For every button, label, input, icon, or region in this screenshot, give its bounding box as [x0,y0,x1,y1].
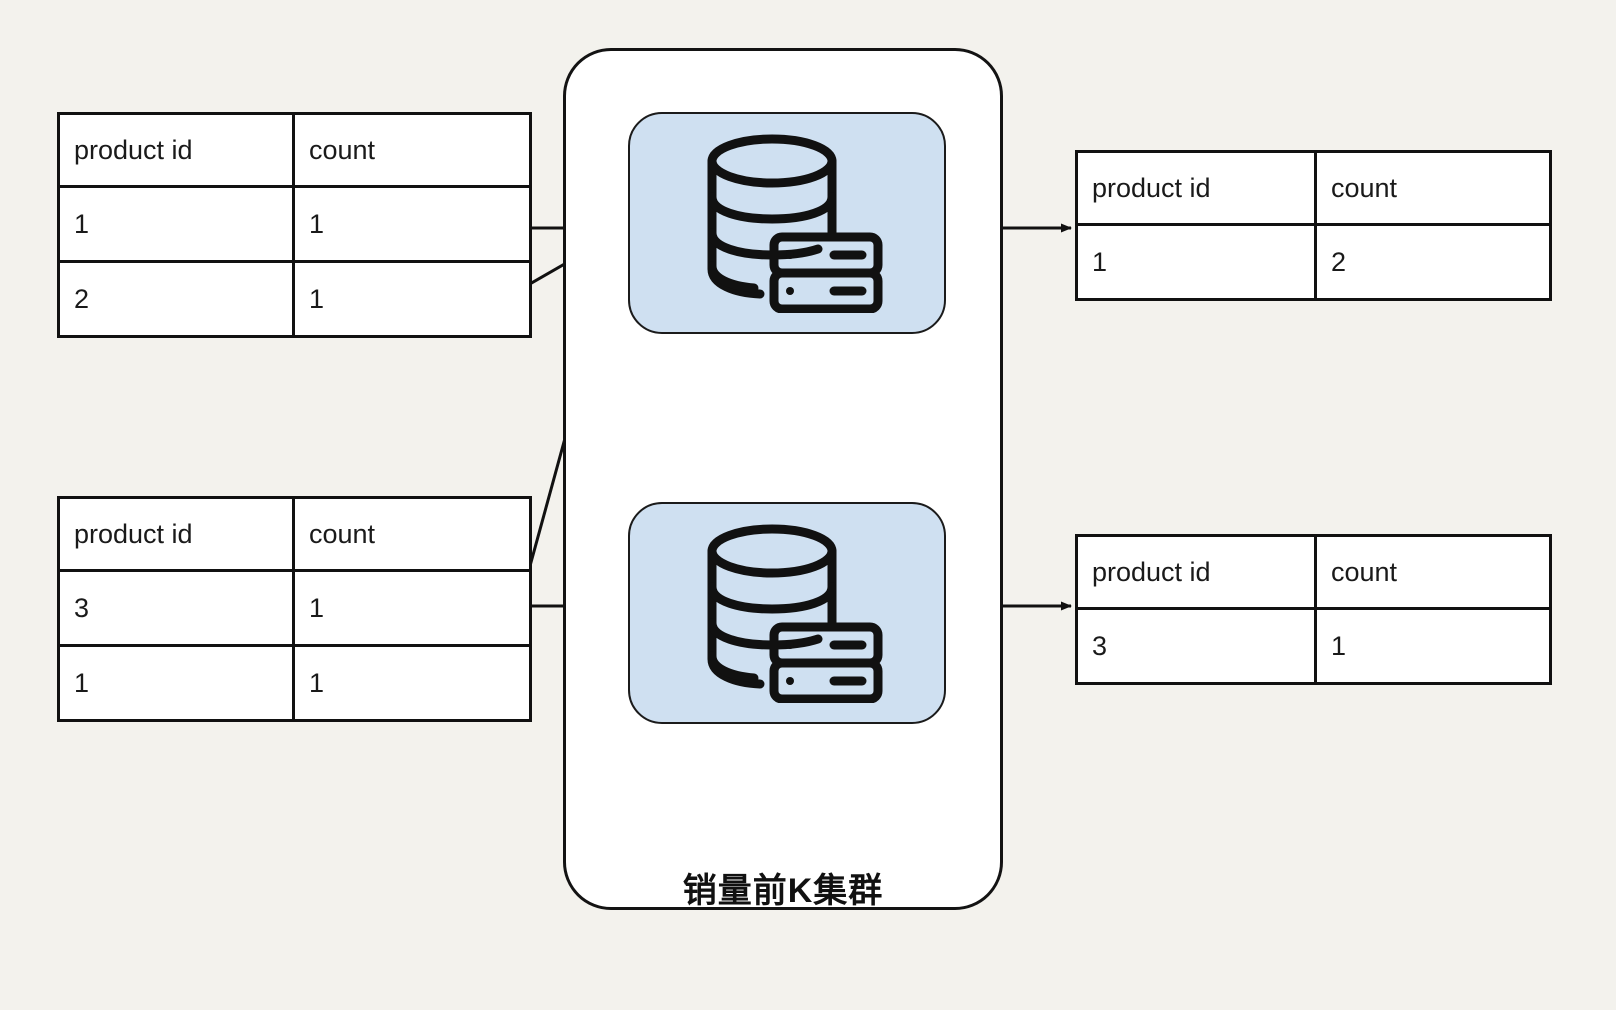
cell-count: 1 [292,260,532,338]
cell-count: 1 [1314,607,1552,685]
column-header-count: count [292,112,532,188]
output-table-top: product id count 1 2 [1075,150,1552,301]
cell-product-id: 1 [1075,223,1317,301]
cluster-node-top[interactable] [628,112,946,334]
cell-count: 1 [292,185,532,263]
table-row: 3 1 [1075,607,1552,685]
cell-product-id: 2 [57,260,295,338]
cell-product-id: 1 [57,185,295,263]
column-header-count: count [292,496,532,572]
column-header-count: count [1314,150,1552,226]
cell-count: 1 [292,569,532,647]
table-row: 1 2 [1075,223,1552,301]
input-table-top: product id count 1 1 2 1 [57,112,532,338]
database-server-icon [682,133,892,313]
output-table-bottom: product id count 3 1 [1075,534,1552,685]
table-header-row: product id count [57,112,532,188]
column-header-product-id: product id [57,496,295,572]
column-header-product-id: product id [1075,534,1317,610]
column-header-count: count [1314,534,1552,610]
cell-product-id: 1 [57,644,295,722]
cell-count: 1 [292,644,532,722]
cell-product-id: 3 [1075,607,1317,685]
table-row: 1 1 [57,644,532,722]
cluster-node-bottom[interactable] [628,502,946,724]
input-table-bottom: product id count 3 1 1 1 [57,496,532,722]
table-header-row: product id count [57,496,532,572]
table-row: 2 1 [57,260,532,338]
table-header-row: product id count [1075,534,1552,610]
database-server-icon [682,523,892,703]
cell-product-id: 3 [57,569,295,647]
column-header-product-id: product id [1075,150,1317,226]
table-row: 1 1 [57,185,532,263]
cell-count: 2 [1314,223,1552,301]
table-header-row: product id count [1075,150,1552,226]
table-row: 3 1 [57,569,532,647]
column-header-product-id: product id [57,112,295,188]
cluster-label: 销量前K集群 [682,872,884,910]
